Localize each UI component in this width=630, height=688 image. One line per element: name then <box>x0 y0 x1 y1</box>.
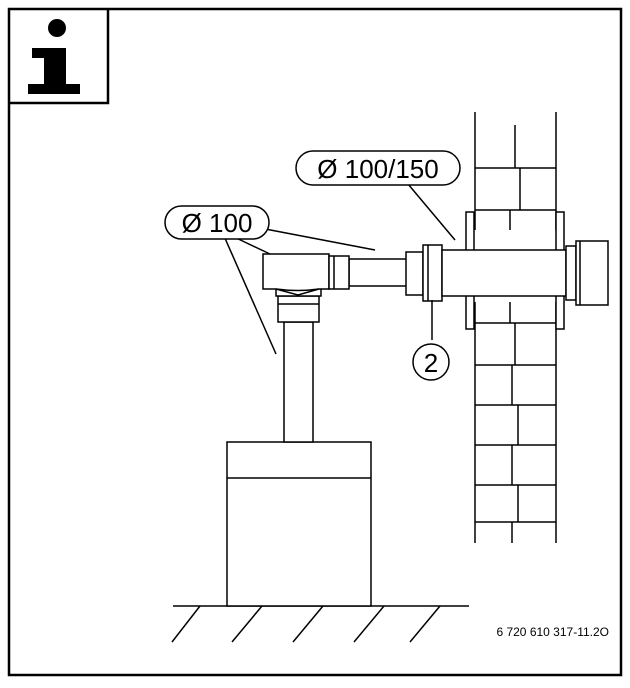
figure-code: 6 720 610 317-11.2O <box>496 625 609 639</box>
label-coaxial-text: Ø 100/150 <box>317 154 438 184</box>
coaxial-pipe <box>441 240 609 306</box>
chimney-wall <box>474 112 557 543</box>
boiler-unit <box>226 441 372 607</box>
vertical-flue-pipe <box>275 287 322 443</box>
info-icon <box>9 9 110 105</box>
label-single: Ø 100 <box>164 205 270 240</box>
leader-lines <box>223 183 456 355</box>
label-coaxial: Ø 100/150 <box>295 150 461 186</box>
adapter-fitting <box>422 244 443 302</box>
callout-2: 2 <box>412 343 450 381</box>
floor <box>171 605 469 643</box>
label-single-text: Ø 100 <box>182 208 253 238</box>
tee-elbow <box>262 253 330 296</box>
horizontal-pipe-single <box>328 251 424 296</box>
outer-border <box>7 7 623 677</box>
callout-number-text: 2 <box>424 348 438 378</box>
